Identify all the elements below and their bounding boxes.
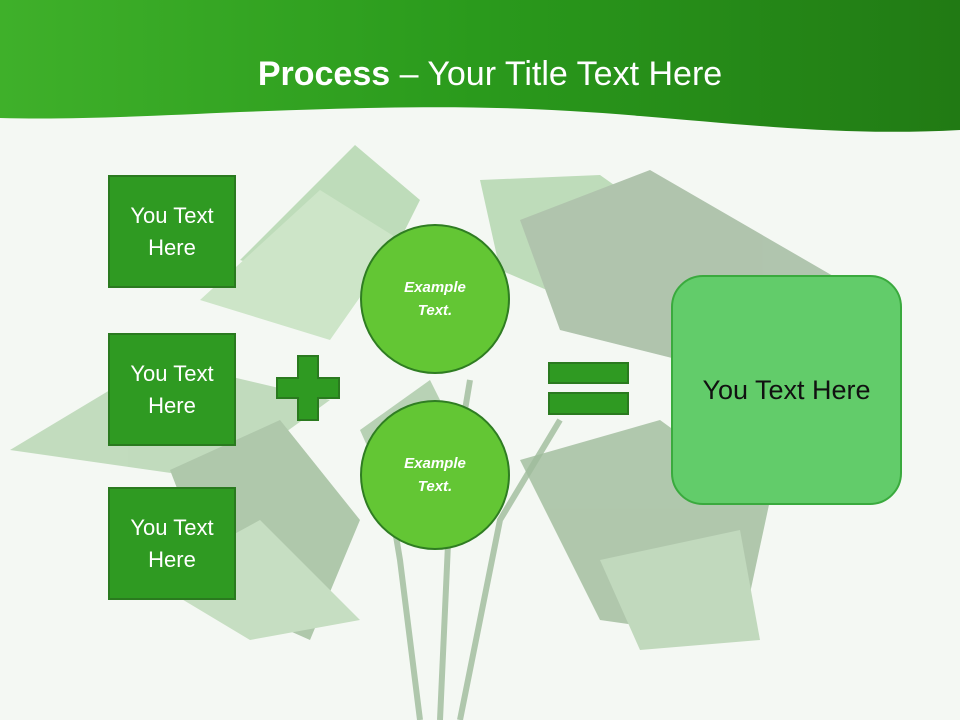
result-box[interactable]: You Text Here bbox=[671, 275, 902, 505]
example-circle-1[interactable]: Example Text. bbox=[360, 224, 510, 374]
page-title: Process – Your Title Text Here bbox=[0, 50, 960, 98]
text-box-label: You Text Here bbox=[130, 514, 214, 572]
title-bold: Process bbox=[257, 55, 391, 93]
circle-label: Example Text. bbox=[404, 455, 466, 495]
text-box-label: You Text Here bbox=[130, 202, 214, 260]
example-circle-2[interactable]: Example Text. bbox=[360, 400, 510, 550]
text-box-2[interactable]: You Text Here bbox=[108, 333, 236, 446]
plus-icon bbox=[276, 355, 340, 421]
title-rest: – Your Title Text Here bbox=[390, 55, 723, 93]
text-box-3[interactable]: You Text Here bbox=[108, 487, 236, 600]
equals-icon bbox=[548, 362, 629, 415]
result-label: You Text Here bbox=[702, 374, 871, 405]
circle-label: Example Text. bbox=[404, 279, 466, 319]
text-box-label: You Text Here bbox=[130, 360, 214, 418]
text-box-1[interactable]: You Text Here bbox=[108, 175, 236, 288]
